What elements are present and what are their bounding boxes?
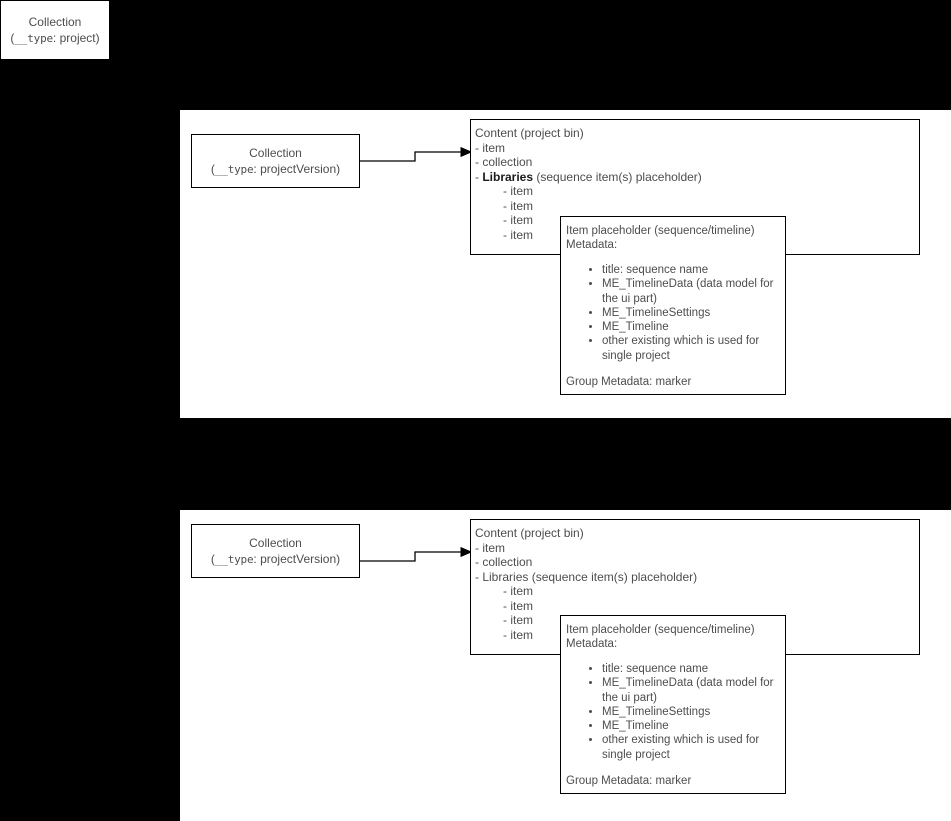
collection-project-title: Collection bbox=[28, 14, 82, 29]
metadata-bullet: title: sequence name bbox=[602, 263, 785, 277]
item-placeholder-box-top[interactable]: Item placeholder (sequence/timeline) Met… bbox=[560, 216, 786, 395]
nested-item: - item bbox=[503, 584, 533, 598]
collection-title-top: Collection bbox=[249, 145, 302, 160]
metadata-bullet: ME_TimelineData (data model for the ui p… bbox=[602, 277, 785, 306]
metadata-bullet: ME_Timeline bbox=[602, 719, 785, 733]
metadata-bullet: ME_TimelineSettings bbox=[602, 306, 785, 320]
collection-project-subtype: (__type: project) bbox=[10, 30, 99, 47]
item-heading-2: Metadata: bbox=[566, 638, 618, 650]
content-heading: Content (project bin) bbox=[475, 126, 584, 140]
content-heading: Content (project bin) bbox=[475, 526, 584, 540]
metadata-bullet: ME_Timeline bbox=[602, 320, 785, 334]
nested-item: - item bbox=[503, 227, 533, 242]
item-heading-2: Metadata: bbox=[566, 239, 618, 251]
item-placeholder-box-bottom[interactable]: Item placeholder (sequence/timeline) Met… bbox=[560, 615, 786, 794]
nested-item: - item bbox=[503, 213, 533, 227]
content-line-collection: - collection bbox=[475, 155, 533, 169]
type-sep: : bbox=[52, 30, 60, 45]
nested-item: - item bbox=[503, 184, 533, 198]
nested-item: - item bbox=[503, 598, 533, 613]
content-line-libraries: - Libraries (sequence item(s) placeholde… bbox=[475, 170, 919, 185]
type-key: __type bbox=[214, 162, 254, 176]
collection-projectversion-box-top[interactable]: Collection (__type: projectVersion) bbox=[191, 134, 360, 188]
type-value: projectVersion bbox=[260, 551, 337, 566]
metadata-bullet: ME_TimelineSettings bbox=[602, 705, 785, 719]
libraries-prefix: - bbox=[475, 569, 483, 584]
type-value: project bbox=[59, 30, 96, 45]
collection-project-box[interactable]: Collection (__type: project) bbox=[0, 0, 110, 60]
type-key: __type bbox=[214, 552, 254, 566]
paren-open: ( bbox=[10, 30, 15, 45]
item-metadata-list: title: sequence name ME_TimelineData (da… bbox=[566, 263, 785, 363]
content-box-bottom[interactable]: Content (project bin) - item - collectio… bbox=[470, 519, 920, 655]
type-sep: : bbox=[253, 551, 261, 566]
libraries-label: Libraries bbox=[482, 169, 534, 184]
libraries-label: Libraries bbox=[482, 569, 529, 584]
libraries-suffix: (sequence item(s) placeholder) bbox=[533, 169, 702, 184]
nested-item: - item bbox=[503, 613, 533, 627]
collection-subtype-bottom: (__type: projectVersion) bbox=[211, 551, 340, 568]
collection-projectversion-box-bottom[interactable]: Collection (__type: projectVersion) bbox=[191, 524, 360, 578]
paren-open: ( bbox=[210, 551, 215, 566]
paren-close: ) bbox=[336, 161, 341, 176]
item-group-metadata: Group Metadata: marker bbox=[566, 376, 692, 389]
nested-item: - item bbox=[503, 198, 533, 213]
paren-close: ) bbox=[95, 30, 100, 45]
item-heading-1: Item placeholder (sequence/timeline) bbox=[566, 225, 755, 237]
connector-arrow-bottom bbox=[360, 546, 473, 562]
content-line-libraries: - Libraries (sequence item(s) placeholde… bbox=[475, 570, 919, 585]
libraries-suffix: (sequence item(s) placeholder) bbox=[528, 569, 698, 584]
item-group-metadata: Group Metadata: marker bbox=[566, 775, 692, 788]
content-line-collection: - collection bbox=[475, 555, 533, 569]
paren-open: ( bbox=[210, 161, 215, 176]
type-value: projectVersion bbox=[260, 161, 337, 176]
metadata-bullet: title: sequence name bbox=[602, 662, 785, 676]
type-key: __type bbox=[14, 31, 53, 45]
type-sep: : bbox=[253, 161, 261, 176]
item-metadata-list: title: sequence name ME_TimelineData (da… bbox=[566, 662, 785, 762]
item-heading-1: Item placeholder (sequence/timeline) bbox=[566, 624, 755, 636]
collection-title-bottom: Collection bbox=[249, 535, 302, 550]
paren-close: ) bbox=[336, 551, 341, 566]
metadata-bullet: ME_TimelineData (data model for the ui p… bbox=[602, 676, 785, 705]
nested-item: - item bbox=[503, 627, 533, 642]
content-line-item: - item bbox=[475, 540, 505, 555]
libraries-prefix: - bbox=[475, 169, 483, 184]
metadata-bullet: other existing which is used for single … bbox=[602, 733, 785, 762]
connector-arrow-top bbox=[360, 146, 473, 162]
content-line-item: - item bbox=[475, 140, 505, 155]
metadata-bullet: other existing which is used for single … bbox=[602, 334, 785, 363]
collection-subtype-top: (__type: projectVersion) bbox=[211, 161, 340, 178]
